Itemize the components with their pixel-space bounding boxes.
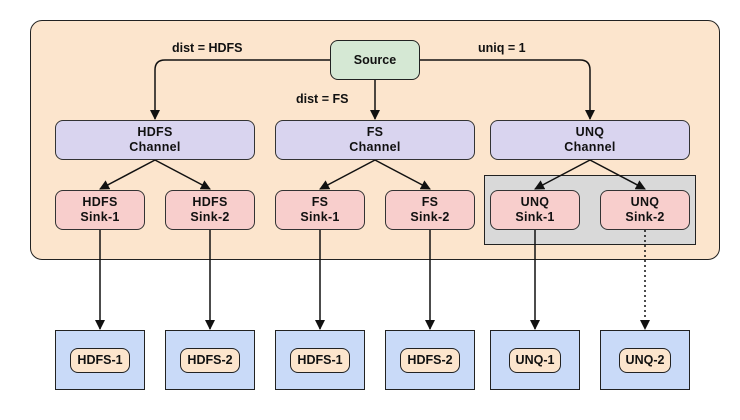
sink-label-line2: Sink-1 xyxy=(80,210,120,224)
sink-label-line2: Sink-2 xyxy=(190,210,230,224)
sink-label-line1: HDFS xyxy=(82,195,118,209)
destination-unq-1[interactable]: UNQ-1 xyxy=(490,330,580,390)
channel-label-line2: Channel xyxy=(129,140,181,154)
destination-label: HDFS-2 xyxy=(180,347,240,373)
source-node[interactable]: Source xyxy=(330,40,420,80)
edge-source-unq-channel xyxy=(420,59,595,120)
unq-channel-node[interactable]: UNQ Channel xyxy=(490,120,690,160)
destination-label: UNQ-2 xyxy=(618,347,672,373)
fs-sink-1-node[interactable]: FS Sink-1 xyxy=(275,190,365,230)
edge-fs-channel-sink2 xyxy=(374,159,431,190)
edge-label-dist-fs: dist = FS xyxy=(296,92,349,106)
edge-source-hdfs-channel xyxy=(150,59,330,120)
channel-label-line2: Channel xyxy=(349,140,401,154)
hdfs-channel-node[interactable]: HDFS Channel xyxy=(55,120,255,160)
fs-channel-node[interactable]: FS Channel xyxy=(275,120,475,160)
destination-label: HDFS-1 xyxy=(290,347,350,373)
sink-label-line1: UNQ xyxy=(520,195,550,209)
channel-label-line1: HDFS xyxy=(137,125,173,139)
destination-unq-2[interactable]: UNQ-2 xyxy=(600,330,690,390)
channel-label-line1: UNQ xyxy=(575,125,605,139)
edge-label-dist-hdfs: dist = HDFS xyxy=(172,41,243,55)
hdfs-sink-2-node[interactable]: HDFS Sink-2 xyxy=(165,190,255,230)
destination-hdfs-2[interactable]: HDFS-2 xyxy=(165,330,255,390)
sink-label-line2: Sink-1 xyxy=(300,210,340,224)
unq-sink-1-node[interactable]: UNQ Sink-1 xyxy=(490,190,580,230)
sink-label-line2: Sink-1 xyxy=(515,210,555,224)
edge-unq-channel-sink2 xyxy=(589,159,646,190)
edge-fs-channel-sink1 xyxy=(319,159,376,190)
sink-label-line2: Sink-2 xyxy=(625,210,665,224)
channel-label-line1: FS xyxy=(366,125,384,139)
sink-label-line1: HDFS xyxy=(192,195,228,209)
destination-hdfs-1[interactable]: HDFS-1 xyxy=(55,330,145,390)
destination-fs-hdfs-1[interactable]: HDFS-1 xyxy=(275,330,365,390)
fs-sink-2-node[interactable]: FS Sink-2 xyxy=(385,190,475,230)
destination-fs-hdfs-2[interactable]: HDFS-2 xyxy=(385,330,475,390)
edge-hdfs-channel-sink1 xyxy=(99,159,156,190)
destination-label: HDFS-1 xyxy=(70,347,130,373)
unq-sink-2-node[interactable]: UNQ Sink-2 xyxy=(600,190,690,230)
edge-unq-channel-sink1 xyxy=(534,159,591,190)
sink-label-line1: UNQ xyxy=(630,195,660,209)
source-label: Source xyxy=(353,52,397,67)
hdfs-sink-1-node[interactable]: HDFS Sink-1 xyxy=(55,190,145,230)
destination-label: HDFS-2 xyxy=(400,347,460,373)
sink-label-line1: FS xyxy=(311,195,329,209)
channel-label-line2: Channel xyxy=(564,140,616,154)
sink-label-line2: Sink-2 xyxy=(410,210,450,224)
edge-hdfs-channel-sink2 xyxy=(154,159,211,190)
edge-label-uniq: uniq = 1 xyxy=(478,41,526,55)
destination-label: UNQ-1 xyxy=(508,347,562,373)
sink-label-line1: FS xyxy=(421,195,439,209)
